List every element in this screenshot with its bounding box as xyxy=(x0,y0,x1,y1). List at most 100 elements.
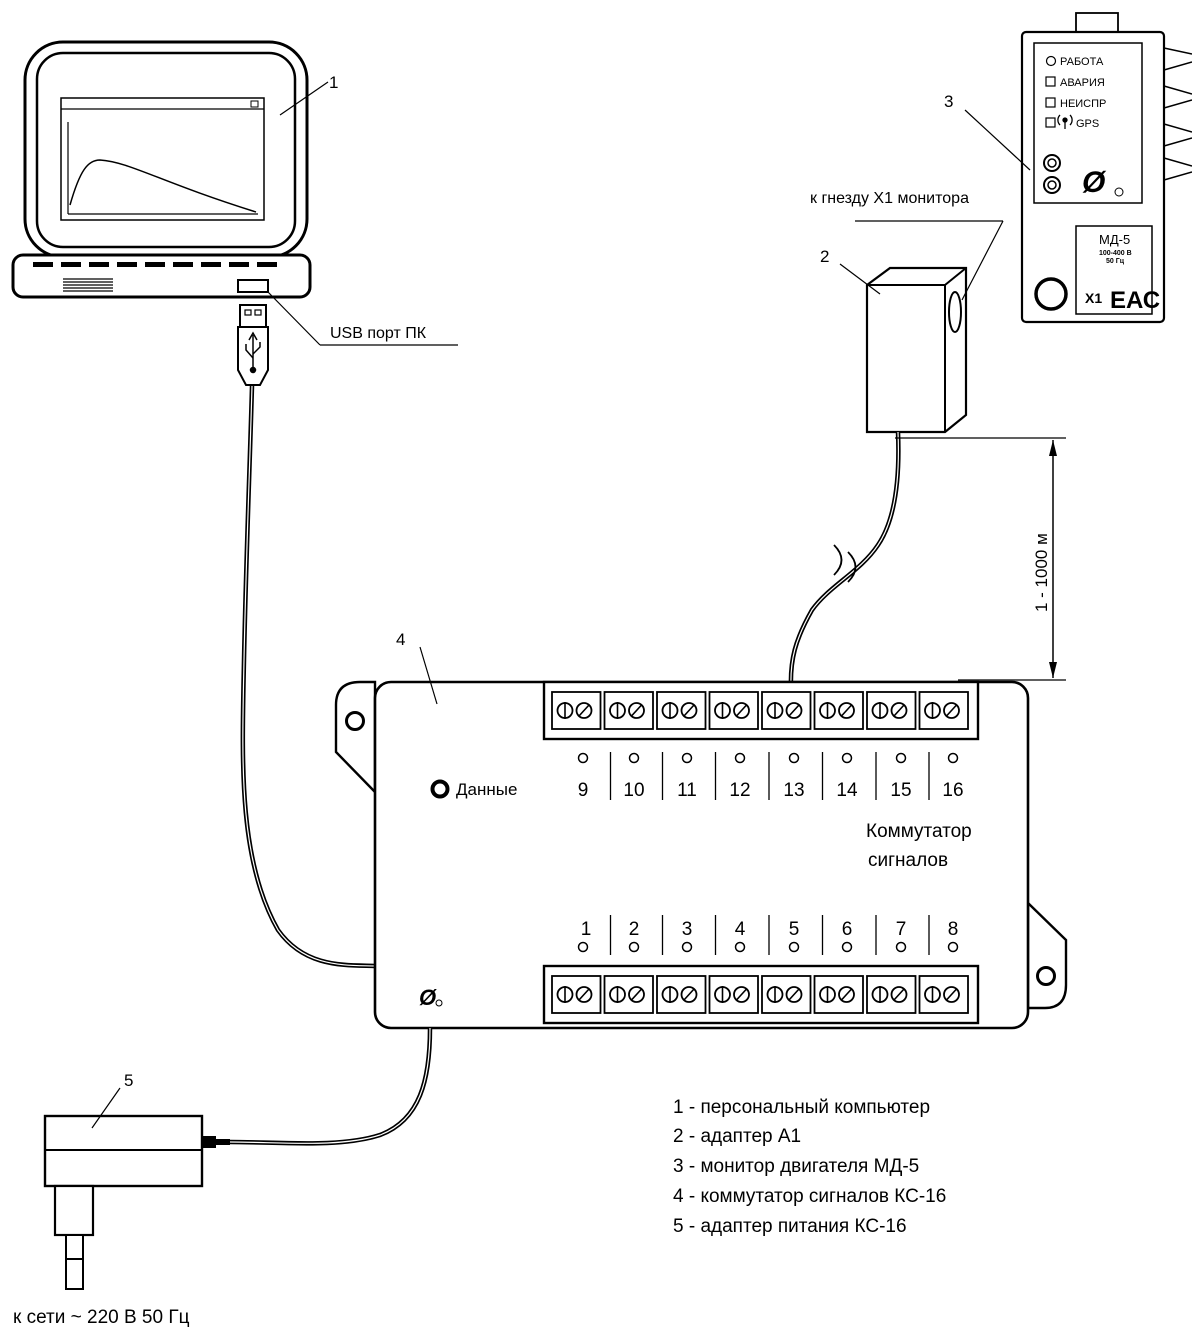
model-label: МД-5 xyxy=(1099,232,1130,247)
terminal-cell xyxy=(813,691,864,730)
channel-label: 15 xyxy=(890,780,911,801)
channel-led-icon xyxy=(628,941,640,953)
screw-icon xyxy=(733,986,750,1003)
legend-item: 3 - монитор двигателя МД-5 xyxy=(673,1156,919,1177)
data-led-label: Данные xyxy=(456,780,517,799)
terminal-cell xyxy=(918,691,969,730)
channel-label: 10 xyxy=(623,780,644,801)
channel-label: 5 xyxy=(789,919,800,940)
channel-label: 11 xyxy=(677,780,697,801)
channel-led-icon xyxy=(947,941,959,953)
svg-text:Ø: Ø xyxy=(1082,166,1107,199)
channel-led-icon xyxy=(788,752,800,764)
channel-label: 16 xyxy=(942,780,963,801)
legend: 1 - персональный компьютер 2 - адаптер А… xyxy=(673,1097,946,1237)
channel-led-icon xyxy=(628,752,640,764)
channel-led-icon xyxy=(681,752,693,764)
callout-3: 3 xyxy=(944,92,953,111)
channel-led-icon xyxy=(577,752,589,764)
monitor-socket-label: к гнезду X1 монитора xyxy=(810,190,969,207)
signal-cable xyxy=(788,431,901,689)
channel-label: 2 xyxy=(629,919,640,940)
channel-led-icon xyxy=(734,752,746,764)
monitor-nameplate xyxy=(1075,225,1153,315)
screw-icon xyxy=(680,986,698,1003)
led-square-icon xyxy=(1045,76,1056,87)
terminal-cell xyxy=(866,975,917,1014)
screw-icon xyxy=(628,702,645,719)
switch-title-line1: Коммутатор xyxy=(866,821,972,842)
indicator-label: GPS xyxy=(1076,118,1099,130)
channel-led-icon xyxy=(734,941,746,953)
brand-logo-icon: Ø xyxy=(1082,166,1124,199)
screw-icon xyxy=(733,702,750,719)
legend-item: 2 - адаптер А1 xyxy=(673,1126,801,1147)
length-dimension: 1 - 1000 м xyxy=(895,437,1066,681)
channel-label: 4 xyxy=(735,919,746,940)
button-circle-icon xyxy=(1043,176,1061,194)
indicator-label: НЕИСПР xyxy=(1060,98,1106,110)
channel-led-icon xyxy=(577,941,589,953)
rating-voltage: 100-400 В xyxy=(1099,250,1132,257)
plug-body xyxy=(53,1184,95,1237)
channel-label: 1 xyxy=(581,919,592,940)
channel-label: 6 xyxy=(842,919,853,940)
motor-monitor: РАБОТА АВАРИЯ НЕИСПР GPS Ø МД-5 100-400 … xyxy=(1020,12,1192,324)
eac-mark: ЕАС xyxy=(1110,287,1160,314)
mains-label: к сети ~ 220 В 50 Гц xyxy=(13,1307,190,1328)
terminal-cell xyxy=(918,975,969,1014)
laptop-screen-window xyxy=(60,97,265,221)
channel-label: 14 xyxy=(836,780,858,801)
legend-item: 1 - персональный компьютер xyxy=(673,1097,930,1118)
led-square-icon xyxy=(1045,117,1056,128)
channel-label: 13 xyxy=(783,780,804,801)
mount-hole-icon xyxy=(1036,966,1056,986)
screw-icon xyxy=(943,702,960,719)
channel-led-icon xyxy=(841,752,853,764)
legend-item: 4 - коммутатор сигналов КС-16 xyxy=(673,1186,946,1207)
socket-label: X1 xyxy=(1085,290,1102,306)
terminal-cell xyxy=(551,975,602,1014)
led-square-icon xyxy=(1045,97,1056,108)
mount-hole-icon xyxy=(345,711,365,731)
power-cable xyxy=(229,1027,433,1146)
channel-label: 12 xyxy=(729,780,750,801)
channel-leds xyxy=(577,752,959,955)
callout-2: 2 xyxy=(820,247,829,266)
screw-icon xyxy=(838,986,855,1003)
screw-icon xyxy=(680,702,698,719)
monitor-indicators: РАБОТА АВАРИЯ НЕИСПР GPS xyxy=(1045,55,1106,130)
switch-title-line2: сигналов xyxy=(868,850,948,871)
terminal-cell xyxy=(551,691,602,730)
channel-label: 7 xyxy=(896,919,907,940)
channel-led-icon xyxy=(895,752,907,764)
channel-led-icon xyxy=(895,941,907,953)
terminal-cell xyxy=(761,975,812,1014)
usb-icon xyxy=(245,331,261,374)
indicator-label: РАБОТА xyxy=(1060,56,1104,68)
cable-glands xyxy=(1163,47,1192,181)
channel-label: 3 xyxy=(682,919,693,940)
callout-5: 5 xyxy=(124,1071,133,1090)
legend-item: 5 - адаптер питания КС-16 xyxy=(673,1216,907,1237)
usb-plug xyxy=(237,304,269,386)
channel-led-icon xyxy=(841,941,853,953)
top-terminal-block xyxy=(542,680,980,741)
usb-port-label: USB порт ПК xyxy=(330,325,427,342)
plug-pin xyxy=(65,1234,84,1260)
screw-icon xyxy=(890,702,908,719)
laptop xyxy=(11,40,312,299)
usb-cable xyxy=(240,385,376,969)
antenna-icon xyxy=(1057,114,1073,129)
top-channel-labels: 9 10 11 12 13 14 15 16 xyxy=(578,780,964,801)
laptop-vent xyxy=(63,278,113,292)
terminal-cell xyxy=(708,691,759,730)
callout-4: 4 xyxy=(396,630,405,649)
terminal-cell xyxy=(603,691,654,730)
screw-icon xyxy=(785,986,803,1003)
button-circle-icon xyxy=(1043,154,1061,172)
callout-1: 1 xyxy=(329,73,338,92)
rating-freq: 50 Гц xyxy=(1106,258,1125,265)
socket-x1 xyxy=(1034,277,1068,311)
